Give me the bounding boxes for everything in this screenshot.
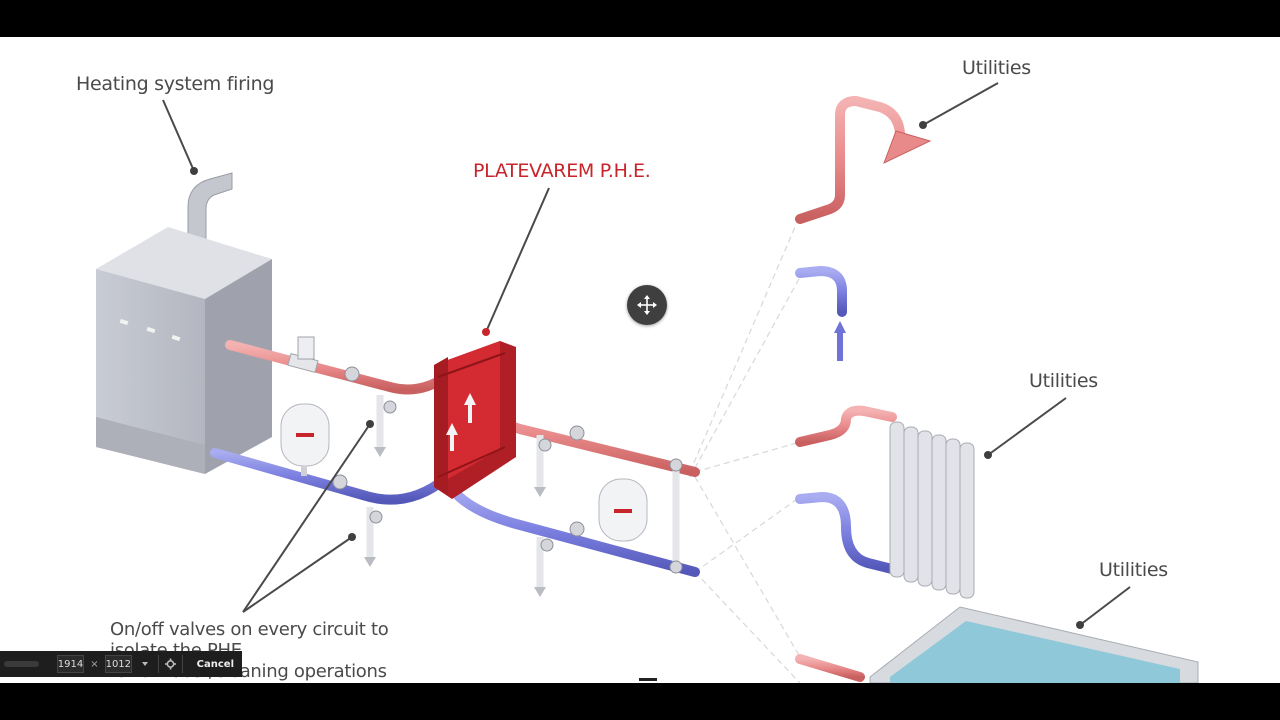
toolbar-divider bbox=[181, 655, 183, 673]
toolbar-slider[interactable] bbox=[4, 661, 39, 667]
utility-pool bbox=[795, 606, 1199, 683]
utilities-label-middle: Utilities bbox=[1029, 370, 1098, 392]
primary-cold-pipe bbox=[210, 448, 450, 505]
move-handle-button[interactable] bbox=[627, 285, 667, 325]
move-arrows-icon bbox=[637, 295, 657, 315]
leader-dots bbox=[190, 121, 1084, 629]
phe-label: PLATEVAREM P.H.E. bbox=[473, 160, 651, 182]
valves bbox=[332, 366, 683, 574]
capture-toolbar: 1914 × 1012 Cancel bbox=[0, 651, 242, 677]
utilities-label-top: Utilities bbox=[962, 57, 1031, 79]
utility-radiator bbox=[795, 405, 975, 599]
top-letterbox bbox=[0, 0, 1280, 37]
utilities-label-bottom: Utilities bbox=[1099, 559, 1168, 581]
width-field[interactable]: 1914 bbox=[56, 655, 85, 673]
cancel-button[interactable]: Cancel bbox=[196, 658, 235, 670]
boiler bbox=[96, 172, 272, 474]
valves-note-line1: On/off valves on every circuit to bbox=[110, 619, 389, 640]
gear-icon[interactable] bbox=[164, 657, 176, 671]
leader-lines bbox=[162, 82, 1131, 626]
utility-cold-return bbox=[795, 265, 847, 361]
utility-link-lines bbox=[689, 226, 801, 683]
air-separator bbox=[287, 336, 319, 374]
bottom-letterbox bbox=[0, 683, 1280, 720]
scroll-indicator bbox=[639, 678, 657, 681]
height-field[interactable]: 1012 bbox=[104, 655, 133, 673]
expansion-vessel-primary bbox=[280, 403, 330, 476]
times-symbol: × bbox=[90, 658, 99, 670]
toolbar-divider bbox=[158, 655, 159, 673]
diagram-canvas: Heating system firing PLATEVAREM P.H.E. … bbox=[0, 37, 1280, 683]
chevron-down-icon[interactable] bbox=[142, 662, 149, 666]
drain-arrows bbox=[364, 447, 546, 597]
heating-label: Heating system firing bbox=[76, 73, 275, 95]
expansion-vessel-secondary bbox=[598, 478, 648, 542]
heating-diagram bbox=[96, 82, 1199, 683]
utility-shower bbox=[795, 95, 932, 224]
plate-heat-exchanger bbox=[434, 341, 516, 499]
